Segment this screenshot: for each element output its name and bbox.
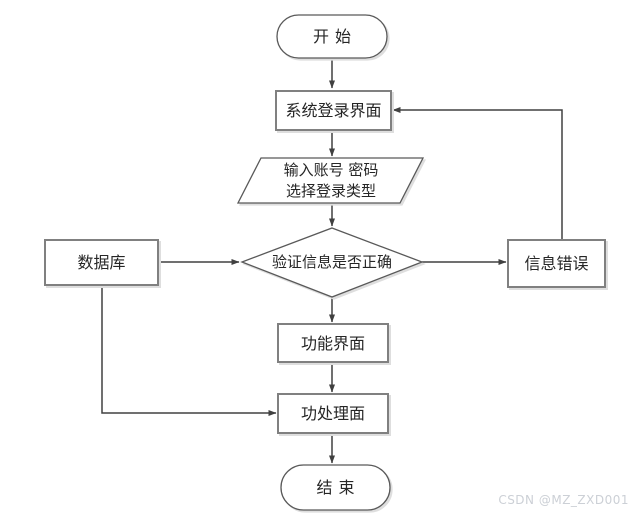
error-node-shape [507, 239, 606, 288]
end-terminal-shape [280, 464, 391, 511]
login-step-shape [275, 90, 392, 131]
verify-decision-diamond-shape [240, 227, 424, 298]
database-node-shape [44, 239, 159, 286]
process-step-shape [277, 393, 389, 434]
arrow-error-to-login-feedback [392, 107, 563, 240]
start-terminal-shape [276, 14, 388, 59]
function-step-shape [277, 323, 389, 363]
arrow-database-to-process [101, 285, 277, 416]
input-parallelogram-shape [236, 157, 425, 204]
csdn-watermark: CSDN @MZ_ZXD001 [498, 493, 629, 507]
